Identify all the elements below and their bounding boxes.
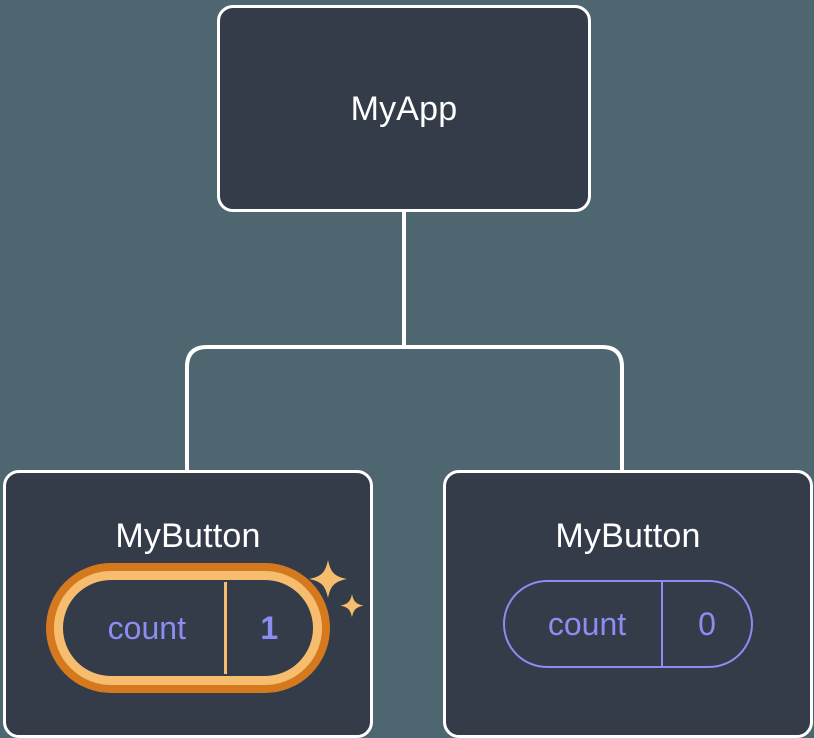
state-pill-right-body: count 0 bbox=[503, 580, 753, 668]
state-value-right: 0 bbox=[661, 582, 751, 666]
node-myapp-label: MyApp bbox=[350, 89, 458, 128]
state-key-right: count bbox=[547, 606, 627, 642]
node-mybutton-right[interactable]: MyButton count 0 bbox=[443, 470, 813, 738]
state-highlight-ring-inner bbox=[54, 571, 322, 685]
state-pill-left[interactable]: count 1 bbox=[46, 560, 364, 693]
state-value-left: 1 bbox=[223, 582, 312, 674]
node-mybutton-left-label: MyButton bbox=[115, 517, 261, 555]
node-myapp[interactable]: MyApp bbox=[217, 5, 591, 212]
edge-root-to-left-child bbox=[185, 345, 404, 470]
state-pill-left-body: count 1 bbox=[62, 580, 314, 676]
state-highlight-ring-outer bbox=[46, 563, 330, 693]
state-key-left: count bbox=[107, 610, 186, 646]
node-mybutton-left[interactable]: MyButton count 1 bbox=[3, 470, 373, 738]
sparkle-small-icon bbox=[340, 594, 364, 618]
node-mybutton-right-label: MyButton bbox=[555, 517, 701, 555]
edge-root-to-right-child bbox=[404, 345, 624, 470]
state-pill-right[interactable]: count 0 bbox=[503, 580, 753, 668]
